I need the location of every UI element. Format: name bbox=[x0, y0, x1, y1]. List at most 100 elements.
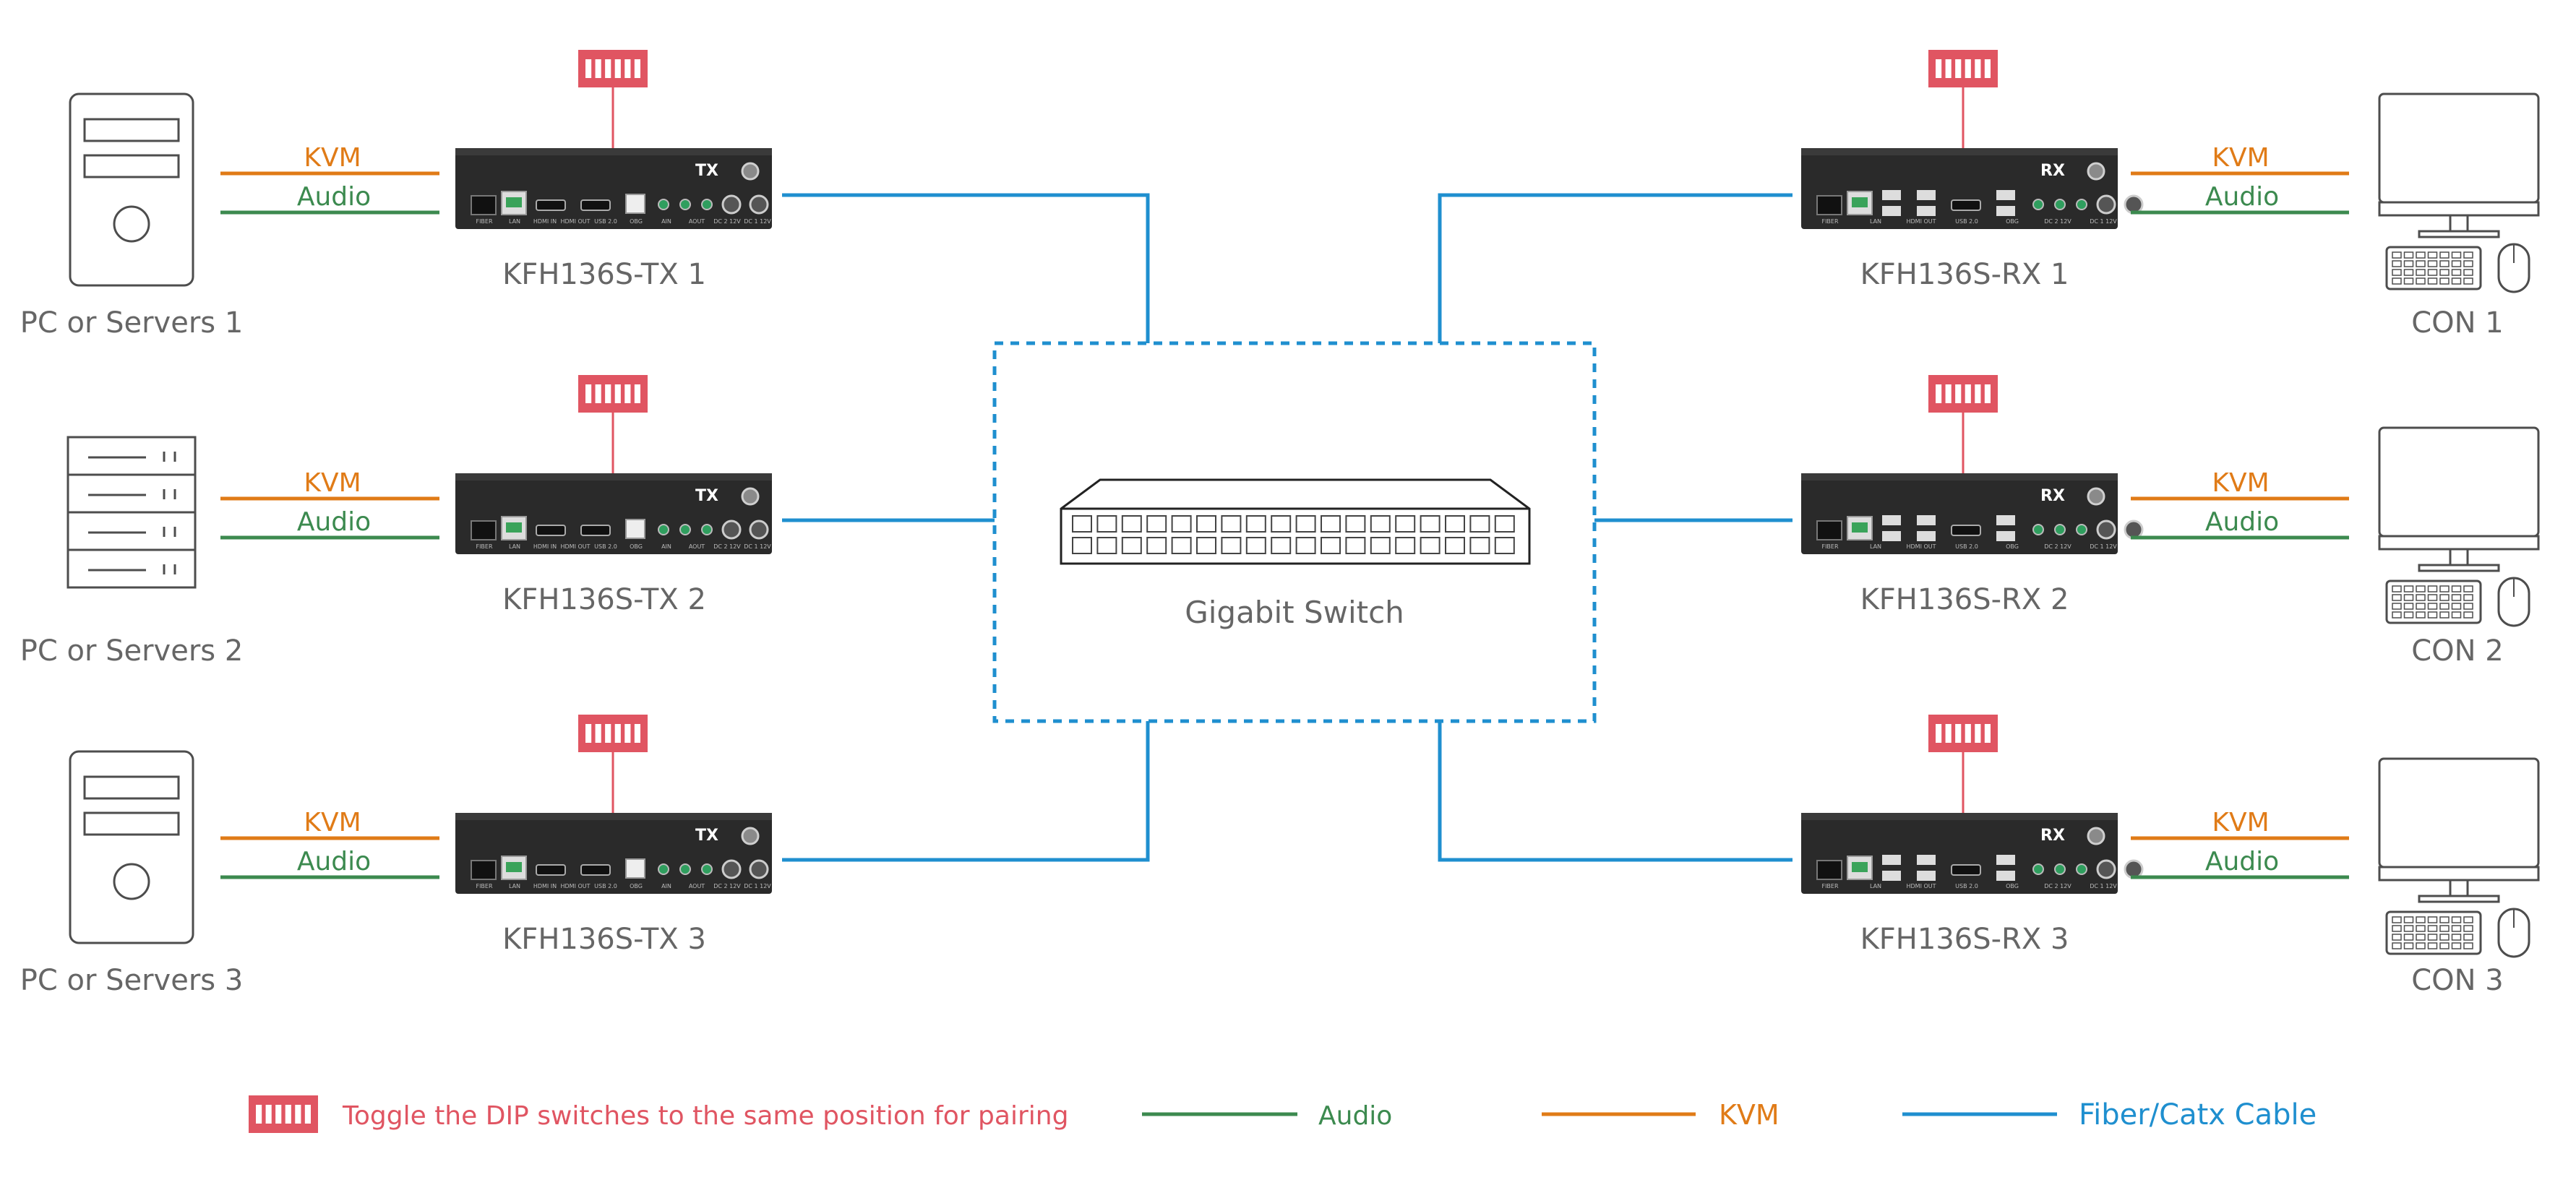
device-body bbox=[455, 148, 772, 229]
switch-label: Gigabit Switch bbox=[1185, 595, 1404, 630]
port-caption: FIBER bbox=[476, 543, 493, 550]
dip-switch bbox=[578, 50, 648, 87]
device-top-edge bbox=[455, 473, 772, 481]
key bbox=[2416, 594, 2426, 601]
dip-toggle bbox=[1984, 59, 1991, 78]
key bbox=[2451, 585, 2462, 592]
lan-port bbox=[1847, 856, 1873, 880]
transmitter-label: KFH136S-TX 3 bbox=[502, 923, 706, 956]
usb-port bbox=[1882, 531, 1901, 541]
monitor-neck bbox=[2449, 214, 2469, 233]
port-caption: DC 1 12V bbox=[2090, 883, 2117, 889]
switch-port bbox=[1345, 515, 1366, 533]
key bbox=[2463, 594, 2473, 601]
dip-toggle bbox=[614, 724, 621, 743]
key bbox=[2451, 925, 2462, 932]
switch-port bbox=[1245, 537, 1266, 554]
switch-port bbox=[1072, 515, 1092, 533]
port-caption: HDMI IN bbox=[533, 883, 557, 889]
drive-bay bbox=[83, 775, 180, 800]
key bbox=[2451, 916, 2462, 923]
audio-jack bbox=[679, 524, 691, 535]
dc-power-port bbox=[721, 194, 742, 215]
port-caption: HDMI OUT bbox=[1906, 218, 1936, 225]
dip-toggle bbox=[605, 724, 611, 743]
key bbox=[2392, 251, 2402, 259]
switch-port bbox=[1295, 537, 1316, 554]
audio-link-label: Audio bbox=[2205, 182, 2279, 212]
key bbox=[2439, 916, 2450, 923]
device-top-edge bbox=[1801, 473, 2118, 481]
port-caption: DC 2 12V bbox=[713, 883, 741, 889]
kvm-link-label: KVM bbox=[2212, 143, 2269, 173]
dip-toggle bbox=[1984, 724, 1991, 743]
dip-toggle bbox=[285, 1105, 291, 1124]
dip-toggle bbox=[634, 384, 640, 403]
audio-jack bbox=[658, 863, 669, 875]
port-caption: FIBER bbox=[1821, 543, 1839, 550]
drive-bay bbox=[83, 811, 180, 836]
dc-power-port bbox=[721, 859, 742, 879]
audio-jack bbox=[2076, 524, 2087, 535]
kvm-link-label: KVM bbox=[2212, 468, 2269, 498]
switch-port bbox=[1171, 515, 1192, 533]
port-caption: USB 2.0 bbox=[1955, 883, 1978, 889]
dip-toggle bbox=[265, 1105, 272, 1124]
key bbox=[2392, 916, 2402, 923]
hdmi-port bbox=[1951, 199, 1981, 211]
key bbox=[2427, 603, 2438, 610]
hdmi-port bbox=[536, 864, 566, 876]
usb-port bbox=[1996, 206, 2015, 216]
key bbox=[2416, 260, 2426, 267]
audio-jack bbox=[2054, 524, 2066, 535]
dip-toggle bbox=[1955, 59, 1962, 78]
port-caption: FIBER bbox=[1821, 883, 1839, 889]
monitor-bezel bbox=[2378, 535, 2540, 551]
antenna-connector bbox=[741, 487, 760, 506]
switch-port bbox=[1271, 515, 1292, 533]
server-unit bbox=[66, 436, 197, 476]
dip-toggle bbox=[295, 1105, 301, 1124]
audio-jack bbox=[2054, 199, 2066, 210]
key bbox=[2439, 251, 2450, 259]
dip-toggle bbox=[1965, 59, 1971, 78]
audio-jack bbox=[2032, 199, 2044, 210]
key bbox=[2451, 251, 2462, 259]
key bbox=[2463, 916, 2473, 923]
key bbox=[2403, 934, 2414, 941]
fiber-port bbox=[1816, 520, 1842, 540]
switch-port bbox=[1295, 515, 1316, 533]
console-icon bbox=[2378, 757, 2540, 958]
audio-jack bbox=[701, 524, 713, 535]
monitor-screen bbox=[2378, 757, 2540, 869]
key bbox=[2463, 611, 2473, 619]
port-caption: FIBER bbox=[1821, 218, 1839, 225]
key bbox=[2427, 594, 2438, 601]
hdmi-port bbox=[536, 525, 566, 536]
source-column: PC or Servers 1PC or Servers 2PC or Serv… bbox=[20, 92, 243, 997]
port-caption: HDMI OUT bbox=[560, 218, 590, 225]
port-caption: USB 2.0 bbox=[594, 543, 617, 550]
dc-power-port bbox=[749, 520, 769, 540]
key bbox=[2403, 594, 2414, 601]
hdmi-port bbox=[536, 199, 566, 211]
audio-jack bbox=[679, 199, 691, 210]
key bbox=[2427, 260, 2438, 267]
dip-toggle bbox=[634, 59, 640, 78]
key bbox=[2403, 942, 2414, 949]
console-label: CON 3 bbox=[2411, 964, 2504, 997]
device-body bbox=[1801, 148, 2118, 229]
key bbox=[2416, 925, 2426, 932]
key bbox=[2439, 585, 2450, 592]
dc-power-port bbox=[2124, 194, 2144, 215]
key bbox=[2403, 611, 2414, 619]
dip-toggle bbox=[275, 1105, 282, 1124]
key bbox=[2427, 585, 2438, 592]
key bbox=[2392, 603, 2402, 610]
key bbox=[2392, 934, 2402, 941]
dip-toggle bbox=[634, 724, 640, 743]
dip-toggle bbox=[1955, 724, 1962, 743]
port-caption: FIBER bbox=[476, 883, 493, 889]
